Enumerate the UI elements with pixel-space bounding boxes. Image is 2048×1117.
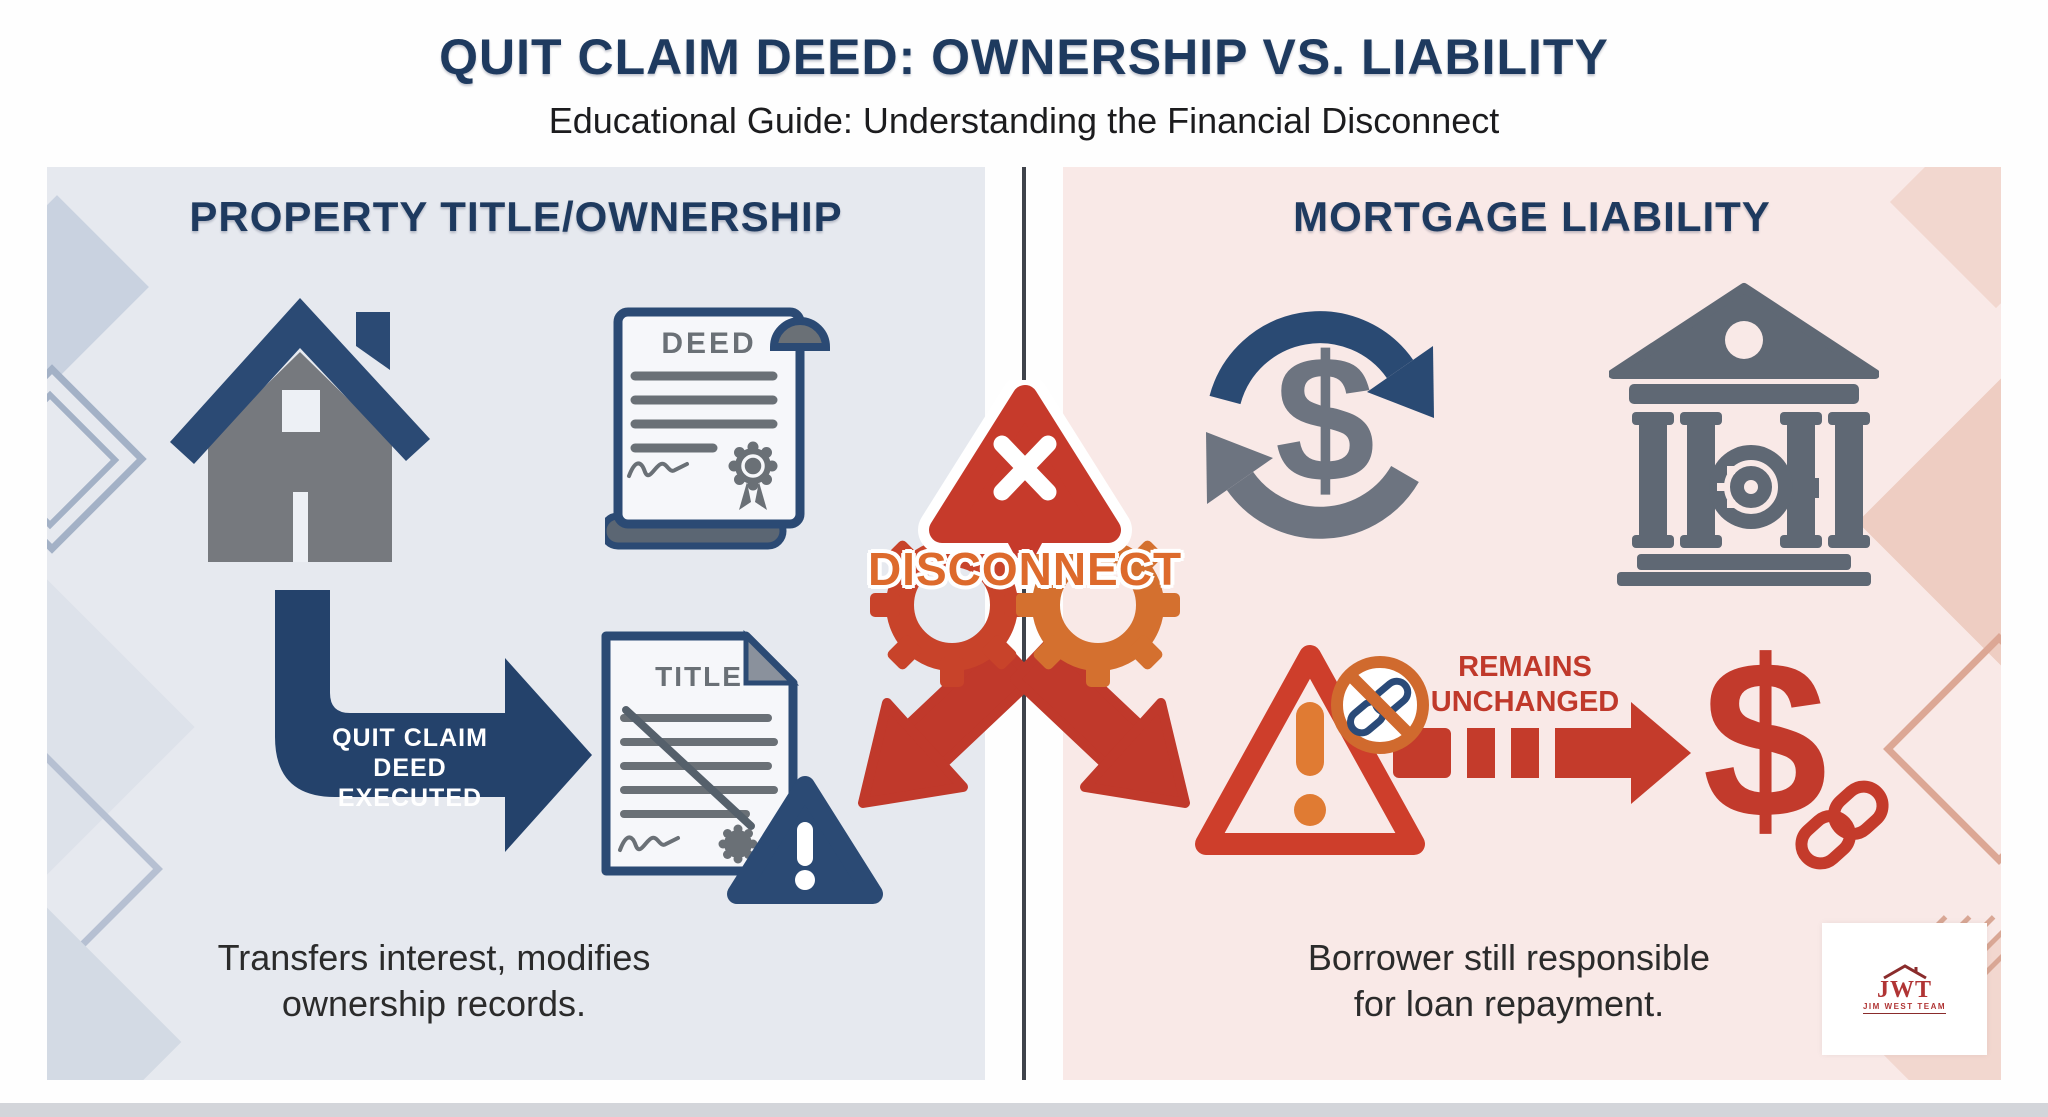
- cycle-dollar-sign: $: [1274, 319, 1376, 521]
- quit-claim-deed-arrow-label: QUIT CLAIM DEED EXECUTED: [293, 723, 527, 813]
- arrow-label-line2: EXECUTED: [337, 784, 483, 812]
- page-subtitle: Educational Guide: Understanding the Fin…: [548, 100, 1500, 141]
- logo-initials: JWT: [1876, 977, 1932, 1003]
- page-title: QUIT CLAIM DEED: OWNERSHIP VS. LIABILITY: [439, 29, 1609, 85]
- jim-west-team-logo: JWT JIM WEST TEAM: [1822, 923, 1987, 1055]
- bottom-bar-decoration: [0, 1103, 2048, 1117]
- disconnect-label: DISCONNECT: [867, 543, 1183, 595]
- logo-roof-icon: [1882, 964, 1927, 980]
- left-panel-caption: Transfers interest, modifies ownership r…: [154, 935, 714, 1027]
- property-title-panel: PROPERTY TITLE/OWNERSHIP: [47, 167, 985, 1080]
- logo-team-name: JIM WEST TEAM: [1862, 1002, 1947, 1014]
- left-caption-line1: Transfers interest, modifies: [217, 937, 651, 978]
- dollar-chain-icon: [1795, 780, 1889, 870]
- mortgage-liability-panel: MORTGAGE LIABILITY $: [1063, 167, 2001, 1080]
- house-icon: [170, 298, 430, 562]
- signature-icon: [618, 835, 680, 852]
- right-panel-caption: Borrower still responsible for loan repa…: [1229, 935, 1789, 1027]
- x-mark-icon: [993, 435, 1057, 501]
- signature-icon: [627, 461, 689, 478]
- deed-document-icon: [605, 307, 831, 550]
- title-document-icon: [601, 629, 883, 904]
- folded-corner-icon: [743, 629, 800, 686]
- left-panel-heading: PROPERTY TITLE/OWNERSHIP: [189, 193, 843, 240]
- dashed-arrow-icon: [1393, 702, 1691, 804]
- title-document-label: TITLE: [655, 661, 743, 692]
- right-panel-heading: MORTGAGE LIABILITY: [1293, 193, 1771, 240]
- remains-line2: UNCHANGED: [1430, 686, 1620, 718]
- right-caption-line1: Borrower still responsible: [1307, 937, 1711, 978]
- broken-chain-icon: [1331, 656, 1429, 754]
- bank-columns: [1632, 412, 1870, 548]
- diamond-outline-decoration: [1883, 633, 2001, 865]
- strike-through-line: [622, 706, 755, 830]
- bank-icon: [1609, 283, 1879, 586]
- diverging-arrows-icon: [858, 636, 1190, 808]
- left-caption-line2: ownership records.: [281, 983, 587, 1024]
- deed-document-label: DEED: [661, 327, 757, 360]
- seal-rosette-icon: [718, 824, 758, 864]
- diamond-decoration: [1857, 373, 2001, 671]
- remains-unchanged-text: REMAINS UNCHANGED: [1420, 650, 1630, 720]
- arrow-label-line1: QUIT CLAIM DEED: [332, 724, 488, 782]
- panel-divider: [1022, 167, 1026, 1080]
- quit-claim-deed-arrow: [275, 590, 592, 852]
- money-cycle-icon: [1206, 311, 1434, 539]
- remains-line1: REMAINS: [1458, 651, 1592, 683]
- disconnect-gears-icon: [870, 380, 1180, 687]
- seal-rosette-icon: [728, 441, 778, 510]
- right-caption-line2: for loan repayment.: [1353, 983, 1665, 1024]
